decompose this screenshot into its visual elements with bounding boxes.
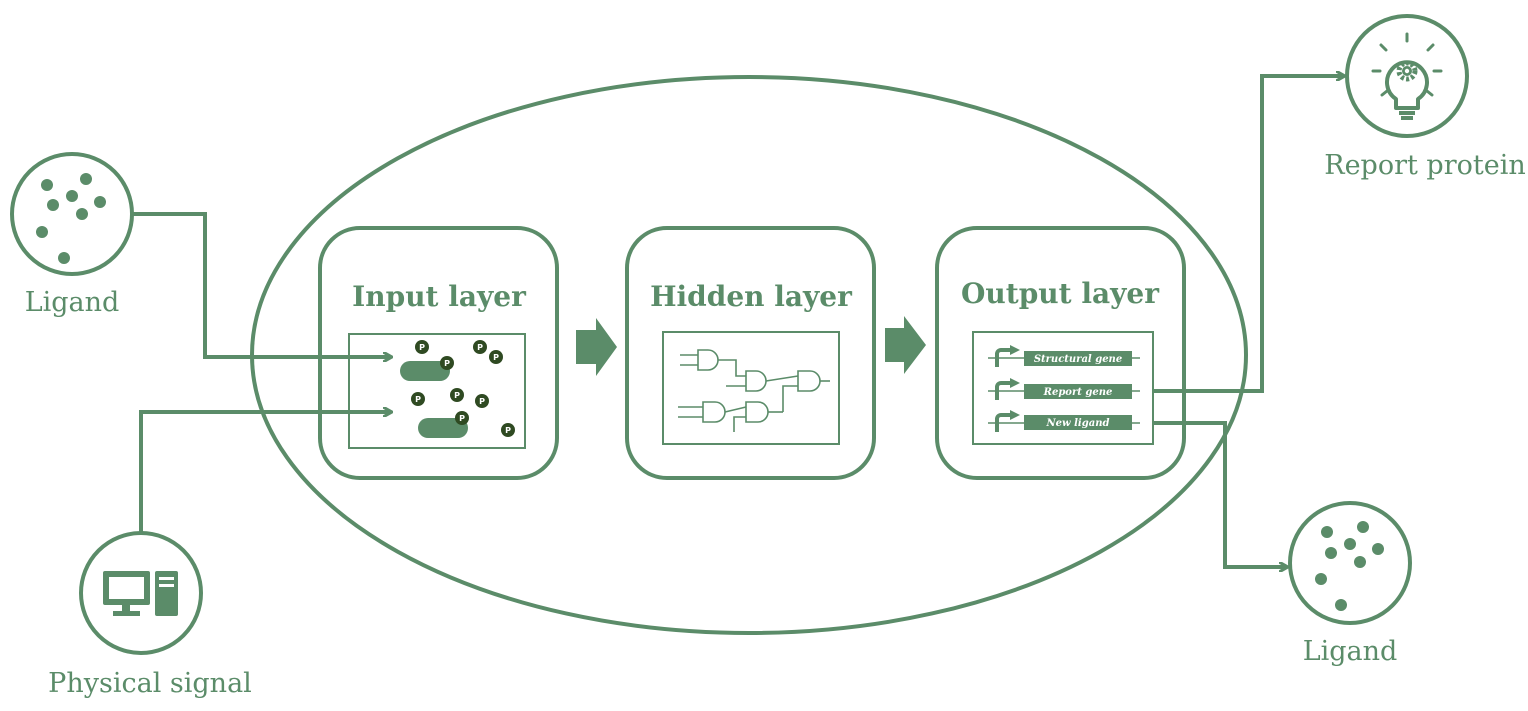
receptor-protein <box>418 418 468 438</box>
gene-row: Report gene <box>988 378 1140 400</box>
hidden-layer-box: Hidden layer <box>625 226 876 480</box>
physical-signal-label: Physical signal <box>48 668 252 699</box>
phosphate-icon: P <box>440 356 454 370</box>
ligand-input-node: Ligand <box>10 152 134 318</box>
svg-text:P: P <box>415 395 421 404</box>
output-layer-panel <box>972 331 1154 445</box>
gene-row: Structural gene <box>988 345 1140 367</box>
output-layer-title: Output layer <box>961 277 1160 310</box>
svg-text:P: P <box>505 426 511 435</box>
logic-gate-circuit-icon <box>678 349 830 432</box>
ligand-particles-icon <box>36 173 106 264</box>
computer-icon <box>103 571 178 616</box>
phosphate-icon: P <box>475 394 489 408</box>
ligand-input-label: Ligand <box>25 287 120 318</box>
lightbulb-gear-icon <box>1371 32 1443 120</box>
physical-signal-node: Physical signal <box>48 531 252 699</box>
promoter-arrow-icon <box>995 413 1011 432</box>
svg-text:P: P <box>459 414 465 423</box>
promoter-arrow-icon <box>995 381 1011 400</box>
phosphate-icon: P <box>473 340 487 354</box>
physical-signal-connector <box>139 412 391 533</box>
ligand-output-connector <box>1154 421 1287 567</box>
flow-arrow-icon <box>885 316 926 374</box>
svg-text:P: P <box>477 343 483 352</box>
connector-lines <box>132 76 1344 567</box>
phosphate-icon: P <box>450 388 464 402</box>
gene-label: Structural gene <box>1034 354 1122 365</box>
ligand-output-node: Ligand <box>1288 501 1412 667</box>
gene-label: New ligand <box>1046 418 1110 429</box>
hidden-layer-title: Hidden layer <box>650 280 853 313</box>
svg-text:P: P <box>419 343 425 352</box>
svg-text:P: P <box>454 391 460 400</box>
input-layer-box: Input layer <box>318 226 559 480</box>
phosphate-icon: P <box>411 392 425 406</box>
promoter-arrow-icon <box>995 348 1011 367</box>
ligand-input-connector <box>132 212 391 357</box>
report-protein-label: Report protein <box>1324 150 1526 181</box>
svg-text:P: P <box>444 359 450 368</box>
report-protein-node: Report protein <box>1324 14 1526 181</box>
receptor-protein <box>400 361 450 381</box>
hidden-layer-panel <box>662 331 840 445</box>
phosphate-group-set: P P P P P P P P P <box>411 340 515 437</box>
flow-arrow-icon <box>576 318 617 376</box>
ligand-output-label: Ligand <box>1303 636 1398 667</box>
gene-label: Report gene <box>1043 387 1113 398</box>
phosphate-icon: P <box>415 340 429 354</box>
report-protein-connector <box>1154 76 1344 393</box>
phosphate-icon: P <box>501 423 515 437</box>
phosphate-icon: P <box>489 350 503 364</box>
input-layer-title: Input layer <box>352 280 527 313</box>
phosphate-icon: P <box>455 411 469 425</box>
svg-text:P: P <box>479 397 485 406</box>
ligand-particles-icon <box>1315 521 1384 611</box>
gene-row: New ligand <box>988 410 1140 432</box>
svg-text:P: P <box>493 353 499 362</box>
input-layer-panel <box>348 333 526 449</box>
